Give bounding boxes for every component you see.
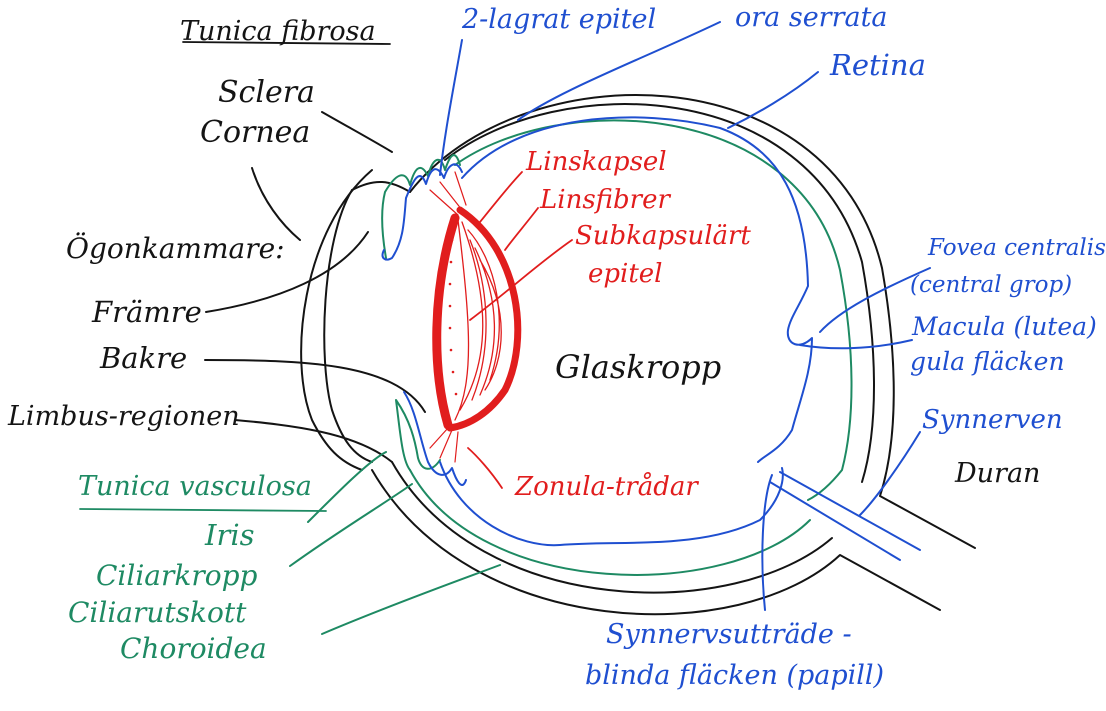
lens-epithelium-dots (448, 238, 458, 396)
linskapsel-pointer (479, 171, 523, 223)
choroid-upper-line (454, 119, 853, 501)
label-subkapsulart: Subkapsulärt (575, 221, 751, 251)
linsfibrer-pointer (504, 207, 539, 251)
sclera-inner-line (444, 103, 875, 483)
iris-pointer (307, 451, 387, 523)
choroidea-pointer (321, 564, 501, 635)
bakre-pointer (204, 359, 426, 413)
fovea-pointer (819, 267, 931, 333)
retina-lower-line (439, 461, 784, 547)
label-two-layer-epithelium: 2-lagrat epitel (461, 4, 656, 35)
label-glaskropp: Glaskropp (555, 348, 721, 386)
label-ciliarutskott: Ciliarutskott (68, 596, 247, 629)
choroid-lower-line (409, 469, 811, 576)
sclera-inner-lower-line (391, 461, 833, 594)
tunica-fibrosa-underline (182, 41, 391, 45)
tunica-fibrosa-pointer (251, 167, 301, 241)
label-fovea-centralis: Fovea centralis (927, 235, 1106, 261)
macula-pointer (799, 339, 913, 350)
zonula-pointer (467, 447, 503, 489)
label-linsfibrer: Linsfibrer (539, 185, 671, 215)
label-iris: Iris (204, 518, 254, 552)
synnerven-pointer (859, 431, 921, 516)
label-limbus: Limbus-regionen (7, 401, 240, 432)
retina-pointer (727, 71, 819, 129)
framre-pointer (205, 231, 369, 313)
label-gula-flacken: gula fläcken (910, 347, 1065, 376)
lens-fibers (454, 219, 502, 421)
blind-spot-pointer (761, 474, 773, 611)
label-ora-serrata: ora serrata (735, 2, 888, 33)
label-tunica-fibrosa: Tunica fibrosa (180, 16, 376, 47)
sclera-pointer (321, 111, 393, 153)
label-ogonkammare: Ögonkammare: (66, 231, 285, 265)
optic-nerve-lower-line (769, 481, 901, 561)
two-layer-epithelium-pointer (439, 39, 463, 176)
label-linskapsel: Linskapsel (525, 147, 667, 177)
label-synnervsutrade: Synnervsutträde - (606, 619, 852, 650)
limbus-pointer (234, 419, 393, 463)
label-macula: Macula (lutea) (911, 312, 1097, 341)
iris-lower-blue (403, 391, 467, 486)
cornea-outer-line (300, 169, 373, 471)
tunica-vasculosa-underline (79, 508, 327, 512)
lens-capsule-outline (432, 213, 460, 430)
label-synnerven: Synnerven (922, 405, 1063, 435)
sclera-outer-lower-line (371, 469, 941, 616)
label-choroidea: Choroidea (120, 632, 267, 665)
label-duran: Duran (954, 458, 1040, 489)
cornea-tip-line (351, 180, 411, 193)
zonula-fibers (429, 171, 467, 463)
cornea-inner-line (323, 189, 373, 463)
ora-serrata-pointer (517, 21, 721, 121)
ciliarkropp-pointer (289, 483, 413, 567)
iris-lower-green (395, 399, 441, 471)
label-cornea: Cornea (200, 115, 310, 150)
label-framre: Främre (91, 295, 202, 329)
label-central-grop: (central grop) (910, 272, 1072, 298)
subkapsulart-pointer (469, 239, 573, 321)
iris-upper-blue (381, 163, 463, 261)
lens-capsule-posterior (446, 206, 522, 432)
label-epitel: epitel (588, 259, 663, 289)
label-blinda-flacken: blinda fläcken (papill) (585, 660, 884, 691)
label-tunica-vasculosa: Tunica vasculosa (78, 471, 312, 502)
label-bakre: Bakre (99, 341, 187, 375)
label-retina: Retina (829, 48, 926, 82)
label-ciliarkropp: Ciliarkropp (96, 559, 258, 592)
label-sclera: Sclera (218, 75, 315, 110)
optic-nerve-upper-line (779, 471, 921, 551)
retina-line (461, 116, 813, 463)
label-zonulatradar: Zonula-trådar (514, 471, 699, 502)
